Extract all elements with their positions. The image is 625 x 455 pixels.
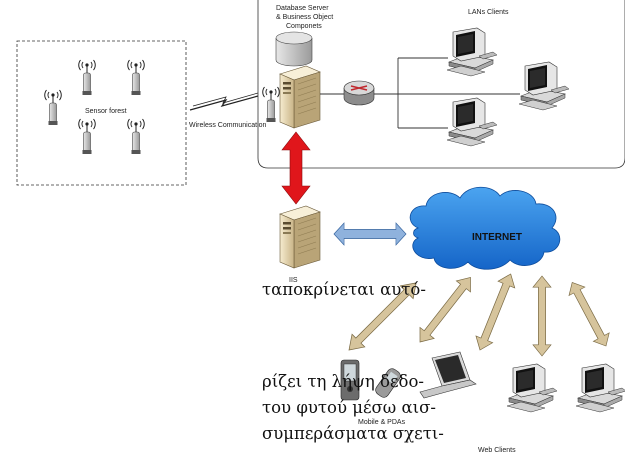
desktop-pc-icon xyxy=(446,27,498,77)
document-text-line: ρίζει τη λήψη δεδο- xyxy=(262,372,424,391)
cloud-icon xyxy=(409,186,561,270)
internet-label: INTERNET xyxy=(472,232,522,243)
desktop-pc-icon xyxy=(575,363,625,413)
desktop-pc-icon xyxy=(446,97,498,147)
router-icon xyxy=(343,80,375,106)
sensor-forest-label: Sensor forest xyxy=(85,108,127,115)
iis-label: IIS xyxy=(289,277,298,284)
antenna-icon xyxy=(78,59,96,96)
wireless-label: Wireless Communication xyxy=(189,122,267,129)
lan-clients-label: LANs Clients xyxy=(468,9,509,16)
iis-internet-arrow xyxy=(333,222,407,246)
sensor-forest-box xyxy=(16,40,187,186)
db-server-label-1: Database Server xyxy=(276,5,329,12)
sensor-antennas xyxy=(44,59,145,155)
lan-wiring xyxy=(320,57,520,129)
antenna-icon xyxy=(262,86,280,123)
server-icon xyxy=(279,65,321,129)
antenna-icon xyxy=(44,89,62,126)
antenna-icon xyxy=(127,118,145,155)
web-clients-label: Web Clients xyxy=(478,447,516,454)
mobile-phone-icon xyxy=(375,368,401,398)
desktop-pc-icon xyxy=(518,61,570,111)
lan-box xyxy=(257,0,625,169)
laptop-icon xyxy=(419,351,477,399)
pda-icon xyxy=(340,359,360,401)
antenna-icon xyxy=(127,59,145,96)
db-server-label-2: & Business Object xyxy=(276,14,333,21)
desktop-pc-icon xyxy=(506,363,558,413)
document-text-line: ταποκρίνεται αυτό- xyxy=(262,280,426,299)
database-icon xyxy=(275,31,313,67)
server-icon xyxy=(279,205,321,269)
db-server-label-3: Componets xyxy=(286,23,322,30)
document-text-line: συμπεράσματα σχετι- xyxy=(262,424,444,443)
mobile-pdas-label: Mobile & PDAs xyxy=(358,419,406,426)
server-iis-arrow xyxy=(281,131,311,205)
antenna-icon xyxy=(78,118,96,155)
document-text-line: του φυτού μέσω αισ- xyxy=(262,398,436,417)
